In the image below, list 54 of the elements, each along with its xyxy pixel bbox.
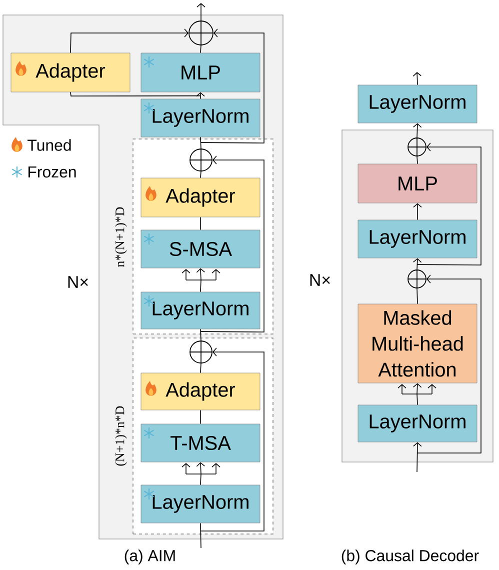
connector-line [200,45,202,54]
connector-line [200,410,201,424]
arrow [398,383,436,406]
arrow [70,28,189,54]
repeat-label: N× [68,276,88,288]
legend-label: Frozen [28,166,76,178]
arrow [412,258,422,270]
process-box: T-MSA [140,424,260,462]
process-box: LayerNorm [140,484,260,524]
process-box: LayerNorm [358,84,478,124]
subfigure-caption: (b) Causal Decoder [342,550,479,564]
connector-line [200,216,201,230]
connector-line [200,328,202,341]
arrow [412,72,422,86]
arrow [416,274,482,454]
sum-circle [190,148,212,172]
arrow [182,462,220,486]
process-box: LayerNorm [140,292,260,330]
legend-label: Tuned [28,139,71,151]
sum-circle [408,138,426,156]
arrow [416,142,482,266]
repeat-label: N× [310,274,330,286]
connector-line [416,288,418,304]
process-box: S-MSA [140,230,260,268]
process-box: LayerNorm [358,404,478,442]
sum-circle [190,340,212,364]
arrow [196,3,206,21]
arrow [200,28,264,144]
sum-circle [408,270,426,288]
arrow [413,442,422,472]
process-box: LayerNorm [358,220,478,258]
process-box: LayerNorm [140,98,260,138]
subfigure-caption: (a) AIM [124,550,175,564]
process-box: MLP [140,52,260,92]
connector-line [70,92,201,96]
arrow [413,203,422,220]
process-box: Adapter [140,178,260,218]
process-box: MLP [358,164,478,204]
sum-circle [188,20,214,46]
arrow [196,92,205,100]
process-box: Adapter [140,372,260,410]
arrow [200,156,264,332]
connector-line [200,171,202,178]
connector-line [416,156,418,164]
arrow [182,268,220,292]
process-box: Adapter [10,52,130,92]
arrow [412,123,422,138]
connector-line [200,136,202,149]
dimension-label: n*(N+1)*D [115,207,127,267]
connector-line [200,363,202,374]
arrow [200,348,264,532]
connector-line [200,522,202,548]
dimension-label: (N+1)*n*D [115,406,127,466]
process-box: Masked Multi-head Attention [358,304,478,384]
